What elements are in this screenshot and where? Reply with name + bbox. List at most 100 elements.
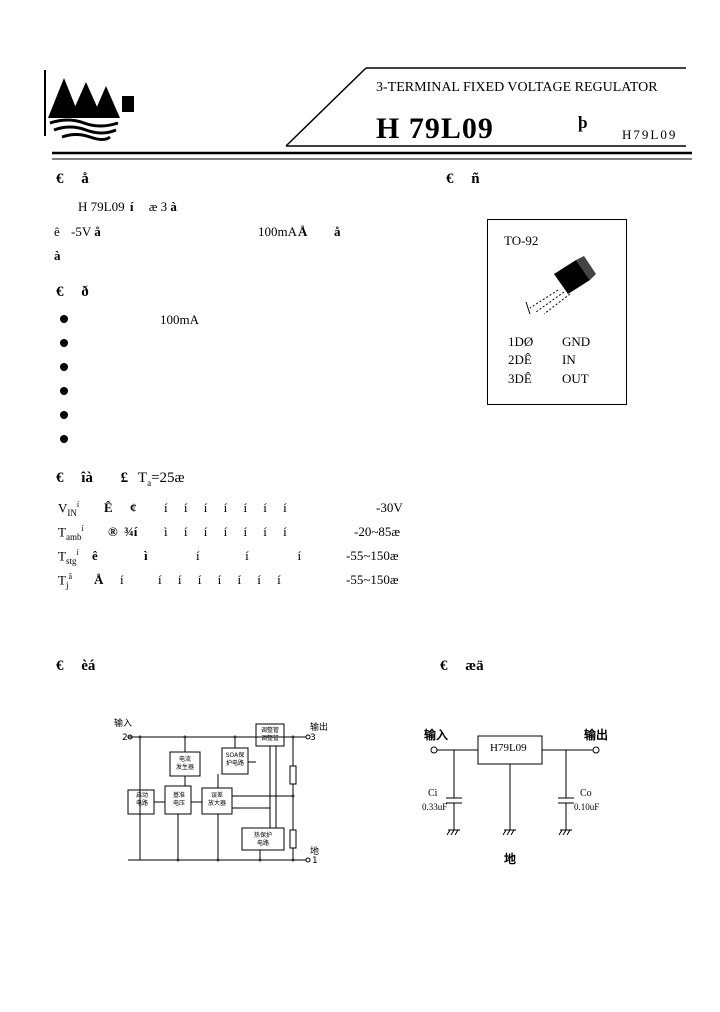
rating-symbol: VINí — [58, 500, 80, 518]
section-marker: € — [446, 171, 454, 187]
pin-name: GND — [562, 334, 591, 349]
overview-line-2: ê -5V å 100mA Å å — [54, 224, 454, 240]
section-block-heading: € èá — [56, 658, 95, 675]
feature-bullet — [60, 435, 68, 443]
condition-value: =25æ — [151, 470, 185, 486]
section-app-heading: € æä — [440, 658, 484, 675]
pin-number: 2DÊ — [508, 352, 532, 367]
app-in-label: 输入 — [424, 728, 449, 742]
pin-name: OUT — [562, 371, 589, 386]
rating-glyph: ì — [144, 548, 148, 563]
app-co-label: Co — [580, 788, 592, 799]
block-bias: 电流 发生器 — [175, 756, 194, 771]
block-pass: 调整管 调整管 — [260, 727, 279, 742]
rating-leader: ì í í í í í í — [164, 524, 287, 539]
block-err: 误差 放大器 — [207, 792, 226, 807]
rating-glyph: ¢ — [130, 500, 137, 515]
block-in-num: 2 — [122, 733, 128, 743]
overview-text: í — [129, 199, 134, 214]
section-glyph: èá — [81, 658, 96, 674]
pin-name: IN — [562, 352, 576, 367]
app-co-value: 0.10uF — [574, 802, 600, 812]
app-chip-label: H79L09 — [490, 742, 527, 754]
block-out-label: 输出 — [310, 723, 329, 733]
block-gnd-label: 地 — [310, 847, 320, 857]
application-circuit — [430, 735, 600, 836]
feature-bullet — [60, 411, 68, 419]
app-out-label: 输出 — [584, 728, 609, 742]
rating-symbol: Tambí — [58, 524, 84, 542]
section-overview-heading: € å — [56, 171, 89, 188]
part-number: H 79L09 — [376, 112, 494, 145]
section-glyph: îà — [81, 470, 93, 486]
rating-value: -30V — [376, 500, 403, 515]
feature-bullet — [60, 363, 68, 371]
overview-line-1: H 79L09 í æ 3 à — [78, 199, 177, 215]
part-mark: þ — [578, 113, 588, 132]
overview-text: 100mA — [258, 224, 297, 239]
section-glyph: ð — [81, 284, 89, 300]
part-number-small: H79L09 — [622, 127, 678, 142]
overview-text: à — [170, 199, 177, 214]
section-glyph: ñ — [471, 171, 480, 187]
feature-text: 100mA — [160, 312, 199, 327]
feature-bullet — [60, 339, 68, 347]
package-label: TO-92 — [504, 233, 539, 248]
rating-value: -55~150æ — [346, 572, 399, 587]
rating-value: -55~150æ — [346, 548, 399, 563]
rating-value: -20~85æ — [354, 524, 401, 539]
rating-glyph: Ê — [104, 500, 113, 515]
block-start: 启动 电路 — [135, 792, 148, 807]
block-soa: SOA保 护电路 — [225, 752, 245, 767]
section-glyph: å — [81, 171, 89, 187]
feature-bullet — [60, 387, 68, 395]
condition-sub: a — [147, 478, 152, 488]
section-marker: € — [56, 171, 64, 187]
feature-bullet — [60, 315, 68, 323]
rating-leader: í í í — [196, 548, 302, 563]
block-thermal: 热保护 电路 — [253, 832, 272, 847]
app-ci-label: Ci — [428, 788, 438, 799]
block-gnd-num: 1 — [312, 856, 318, 866]
overview-line-3: à — [54, 248, 61, 263]
section-marker: € — [440, 658, 448, 674]
block-in-label: 输入 — [114, 719, 133, 729]
header-rules — [52, 67, 692, 160]
section-features-heading: € ð — [56, 284, 89, 301]
rating-glyph: ê — [92, 548, 98, 563]
overview-text: -5V — [71, 224, 92, 239]
block-diagram — [127, 723, 311, 863]
section-marker: € — [56, 284, 64, 300]
condition-symbol: T — [137, 470, 148, 486]
pinout-box: TO-92 1DØ GND 2DÊ IN 3DÊ OUT — [487, 219, 627, 405]
section-ratings-heading: € îà £ Ta=25æ — [56, 470, 185, 488]
company-logo — [44, 66, 136, 146]
app-ci-value: 0.33uF — [422, 802, 448, 812]
overview-text: æ 3 — [148, 199, 168, 214]
overview-text: Å — [298, 224, 308, 239]
section-glyph: æä — [465, 658, 484, 674]
rating-glyph: Å — [94, 572, 104, 587]
pin-number: 3DÊ — [508, 371, 532, 386]
section-pinout-heading: € ñ — [446, 171, 480, 188]
rating-symbol: Tstgí — [58, 548, 79, 566]
header-title: 3-TERMINAL FIXED VOLTAGE REGULATOR — [376, 80, 658, 95]
to92-package-icon — [525, 256, 596, 315]
pin-number: 1DØ — [508, 334, 534, 349]
app-gnd-label: 地 — [504, 852, 517, 866]
overview-text: å — [94, 224, 101, 239]
overview-text: å — [334, 224, 341, 239]
rating-glyph: ® — [108, 524, 118, 539]
block-out-num: 3 — [310, 733, 316, 743]
overview-text: H 79L09 — [78, 199, 125, 214]
overview-text: ê — [54, 224, 60, 239]
rating-glyph: ¾í — [124, 524, 138, 539]
section-marker: € — [56, 658, 64, 674]
rating-leader: í í í í í í í — [158, 572, 281, 587]
section-marker: € — [56, 470, 64, 486]
rating-leader: í í í í í í í — [164, 500, 287, 515]
rating-symbol: Tjâ — [58, 572, 73, 590]
block-ref: 基准 电压 — [172, 792, 185, 807]
condition-glyph: £ — [120, 470, 129, 486]
rating-glyph: í — [120, 572, 124, 587]
